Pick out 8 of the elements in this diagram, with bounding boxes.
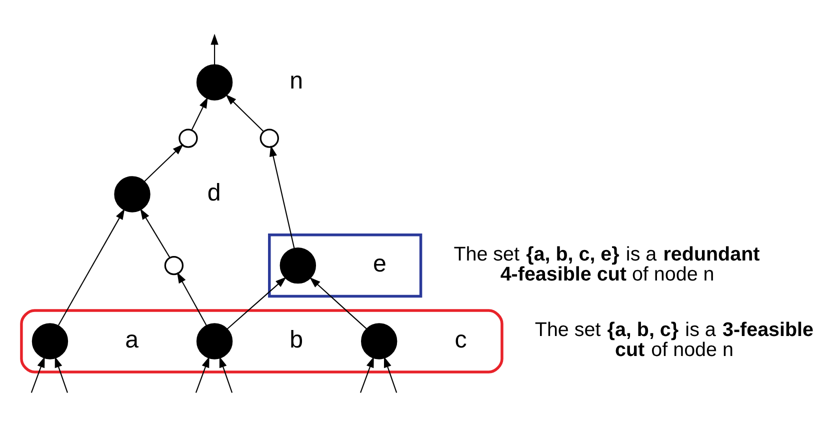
node-label: The set {a, b, c} is a 3-feasible cut of node n — [534, 318, 814, 360]
node-label: b — [290, 326, 304, 353]
node-label: The set {a, b, c, e} is a redundant 4-feasible cut of node n — [454, 243, 760, 285]
node-label: e — [373, 250, 386, 278]
node-label: c — [454, 326, 467, 353]
node-label: d — [207, 178, 221, 206]
node-label: a — [125, 326, 139, 353]
node-label: n — [290, 66, 304, 94]
